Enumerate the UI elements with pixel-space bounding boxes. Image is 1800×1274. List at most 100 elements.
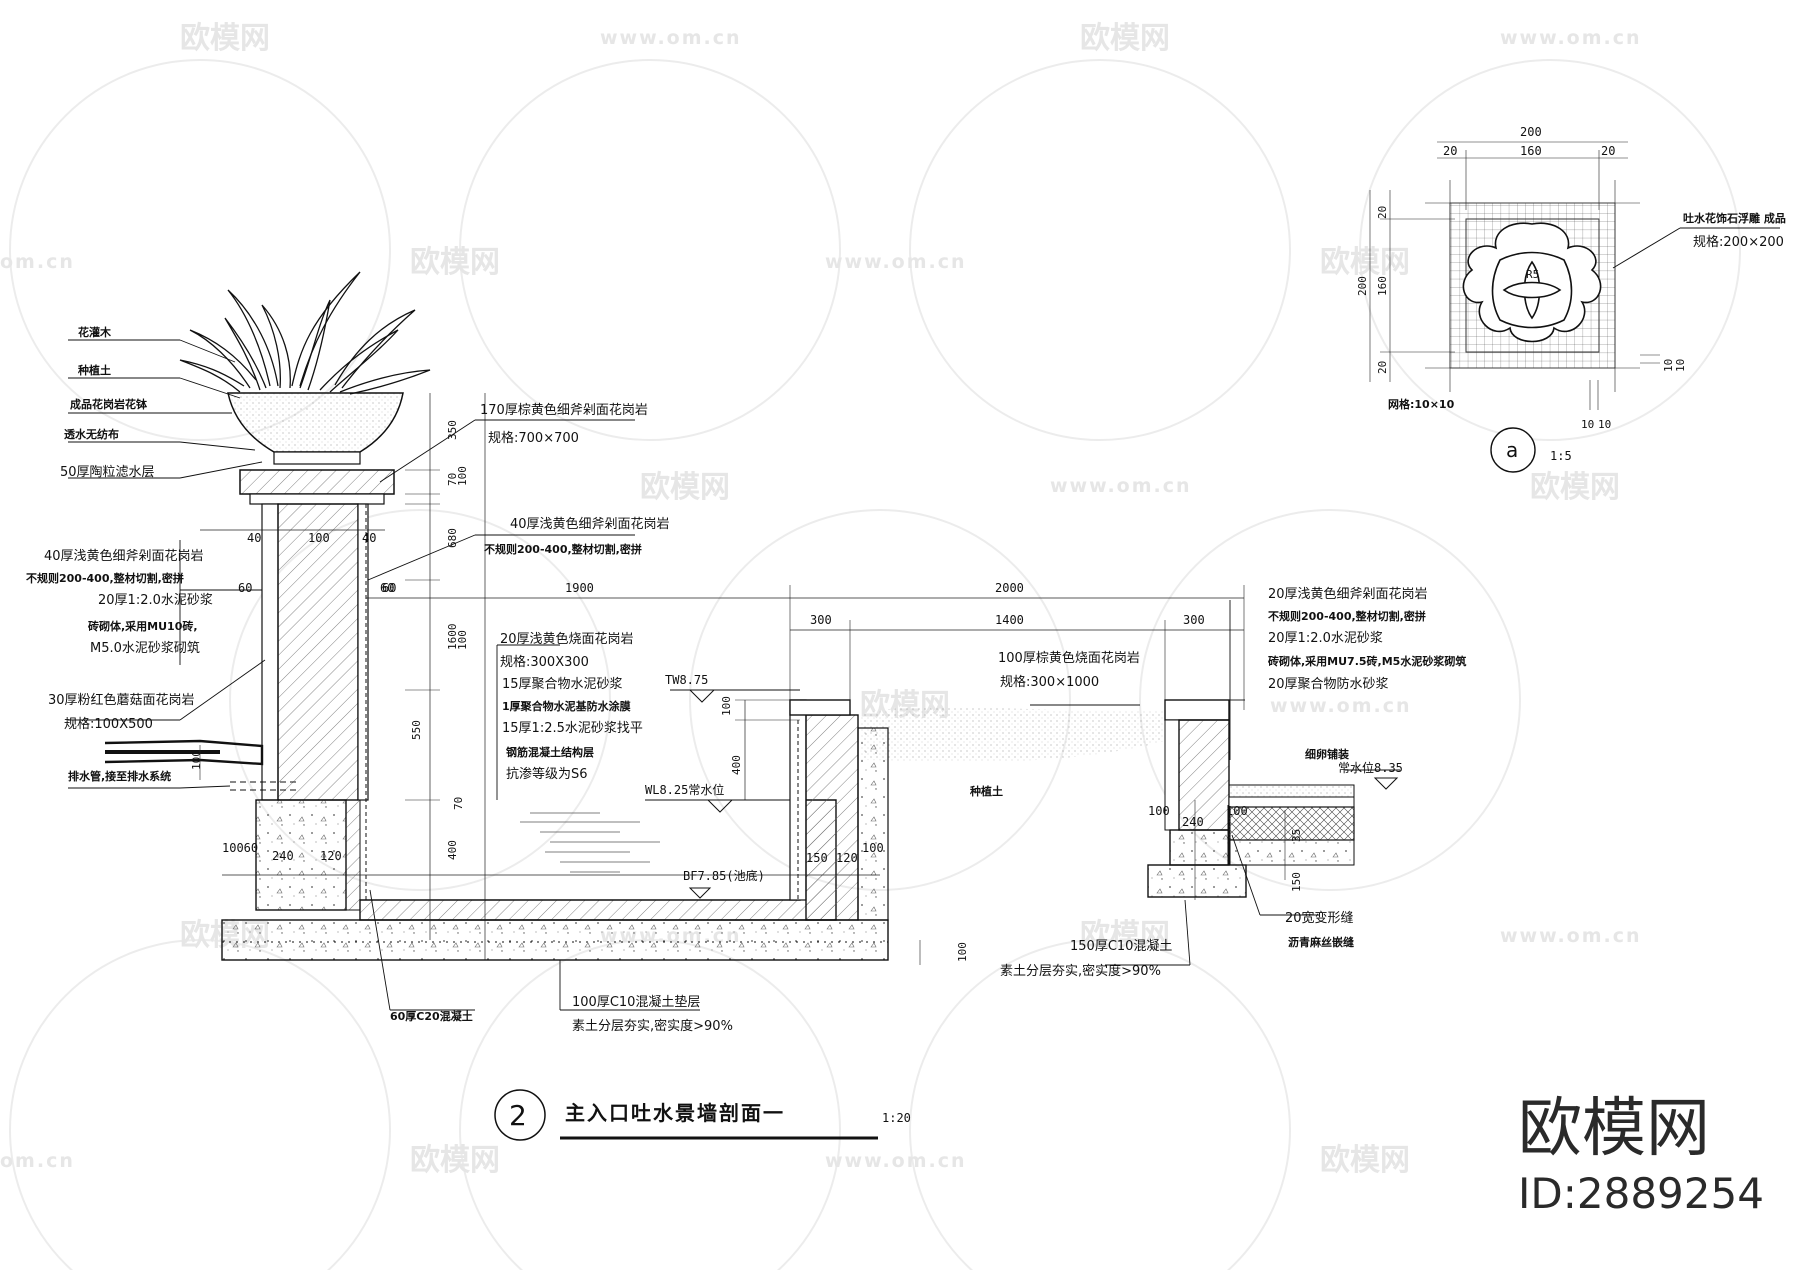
dim-text: 10060 [222, 841, 258, 855]
dim-text: 40 [247, 531, 261, 545]
label-center: 15厚1:2.5水泥砂浆找平 [502, 721, 643, 736]
watermark-brand: 欧模网 [1320, 1143, 1410, 1178]
section-number: 2 [509, 1099, 527, 1132]
label-center: 20厚浅黄色烧面花岗岩 [500, 631, 634, 647]
dim-text: 35 [1290, 829, 1303, 842]
section-structure [104, 271, 1355, 961]
label-left: 砖砌体,采用MU10砖, [88, 619, 198, 633]
dim-text: 100 [190, 750, 203, 770]
watermark-url: www.om.cn [1050, 475, 1192, 497]
label-right: 20宽变形缝 [1285, 910, 1354, 926]
label-left: 成品花岗岩花钵 [70, 397, 148, 411]
dim-text: 1600 [446, 624, 459, 651]
label-center: 规格:300×1000 [1000, 674, 1099, 690]
shrub-plant [179, 271, 431, 395]
watermark-brand: 欧模网 [410, 1143, 500, 1178]
dim-text: 100 [456, 630, 469, 650]
label-left: 30厚粉红色蘑菇面花岗岩 [48, 692, 195, 708]
label-center: 种植土 [969, 784, 1003, 798]
detail-dim: 20 [1443, 144, 1457, 158]
watermark-brand: 欧模网 [180, 21, 270, 56]
dim-text: 120 [320, 849, 342, 863]
detail-dim: 200 [1520, 125, 1542, 139]
label-left: 排水管,接至排水系统 [68, 769, 171, 783]
level-wl: WL8.25常水位 [645, 782, 724, 797]
detail-dim: 20 [1601, 144, 1615, 158]
dim-text: 400 [446, 840, 459, 860]
detail-marker-letter: a [1506, 438, 1518, 462]
label-left: 20厚1:2.0水泥砂浆 [98, 593, 213, 608]
section-scale: 1:20 [882, 1111, 911, 1125]
watermark-url: www.om.cn [825, 1150, 967, 1172]
label-right: 20厚浅黄色细斧剁面花岗岩 [1268, 586, 1428, 602]
label-bottom: 素土分层夯实,密实度>90% [572, 1018, 733, 1034]
dim-text: 240 [272, 849, 294, 863]
dim-text: 350 [446, 420, 459, 440]
water-surface [520, 812, 660, 873]
label-center: 规格:700×700 [488, 430, 579, 446]
detail-dim: 200 [1356, 276, 1369, 296]
planter-pot [227, 392, 404, 453]
dim-text: 100 [1226, 804, 1248, 818]
dim-text: 300 [810, 613, 832, 627]
detail-dim: 160 [1376, 276, 1389, 296]
watermark-brand: 欧模网 [640, 470, 730, 505]
detail-callout: 规格:200×200 [1693, 234, 1784, 250]
label-left: 花灌木 [78, 325, 112, 339]
label-left: 透水无纺布 [64, 427, 119, 441]
label-left: 规格:100X500 [64, 716, 153, 732]
dim-text: 550 [410, 720, 423, 740]
detail-dim: 10 [1662, 359, 1675, 372]
dim-text: 60 [382, 581, 396, 595]
label-center: 15厚聚合物水泥砂浆 [502, 677, 623, 692]
watermark-url: www.om.cn [1270, 695, 1412, 717]
dim-text: 70 [452, 797, 465, 810]
detail-dim: 160 [1520, 144, 1542, 158]
label-bottom: 60厚C20混凝土 [390, 1009, 473, 1023]
section-title: 主入口吐水景墙剖面一 [565, 1101, 785, 1125]
watermark-url: www.om.cn [1500, 27, 1642, 49]
label-center: 不规则200-400,整材切割,密拼 [484, 542, 642, 556]
label-right: 20厚1:2.0水泥砂浆 [1268, 631, 1383, 646]
label-right: 砖砌体,采用MU7.5砖,M5水泥砂浆砌筑 [1268, 654, 1466, 668]
section-title-block: 2 主入口吐水景墙剖面一 1:20 [494, 1089, 911, 1141]
dim-text: 60 [238, 581, 252, 595]
detail-scale: 1:5 [1550, 449, 1572, 463]
label-center: 规格:300X300 [500, 654, 589, 670]
watermark-url: www.om.cn [825, 251, 967, 273]
leader-lines [68, 339, 1400, 1011]
detail-a: R5 200 20 160 20 200 20 160 20 10 10 10 … [1356, 125, 1786, 473]
label-center: 170厚棕黄色细斧剁面花岗岩 [480, 402, 648, 418]
dim-text: 680 [446, 528, 459, 548]
label-bottom: 100厚C10混凝土垫层 [572, 994, 700, 1010]
level-bf: BF7.85(池底) [683, 868, 765, 883]
dimension-lines [199, 393, 1286, 965]
dim-text: 300 [1183, 613, 1205, 627]
watermark-brand: 欧模网 [1320, 245, 1410, 280]
dim-text: 120 [836, 851, 858, 865]
label-right: 20厚聚合物防水砂浆 [1268, 676, 1389, 692]
label-left: 不规则200-400,整材切割,密拼 [26, 571, 184, 585]
watermark-url: www.om.cn [600, 27, 742, 49]
label-center: 100厚棕黄色烧面花岗岩 [998, 650, 1140, 666]
level-tw: TW8.75 [665, 673, 708, 687]
detail-marker [1490, 427, 1536, 473]
watermark-url: om.cn [0, 1150, 75, 1172]
detail-callout: 吐水花饰石浮雕 成品 [1683, 211, 1786, 225]
label-left: M5.0水泥砂浆砌筑 [90, 640, 200, 656]
brand-id: ID:2889254 [1518, 1169, 1764, 1218]
label-center: 1厚聚合物水泥基防水涂膜 [502, 699, 631, 713]
dim-text: 240 [1182, 815, 1204, 829]
dim-text: 400 [730, 755, 743, 775]
detail-dim: 10 [1674, 359, 1687, 372]
dim-text: 150 [806, 851, 828, 865]
label-center: 钢筋混凝土结构层 [506, 745, 594, 759]
label-bottom: 素土分层夯实,密实度>90% [1000, 963, 1161, 979]
detail-dim: 10 [1581, 418, 1594, 431]
dim-text: 100 [956, 942, 969, 962]
label-left: 50厚陶粒滤水层 [60, 464, 155, 480]
detail-dim: 10 [1598, 418, 1611, 431]
label-bottom: 150厚C10混凝土 [1070, 938, 1172, 954]
